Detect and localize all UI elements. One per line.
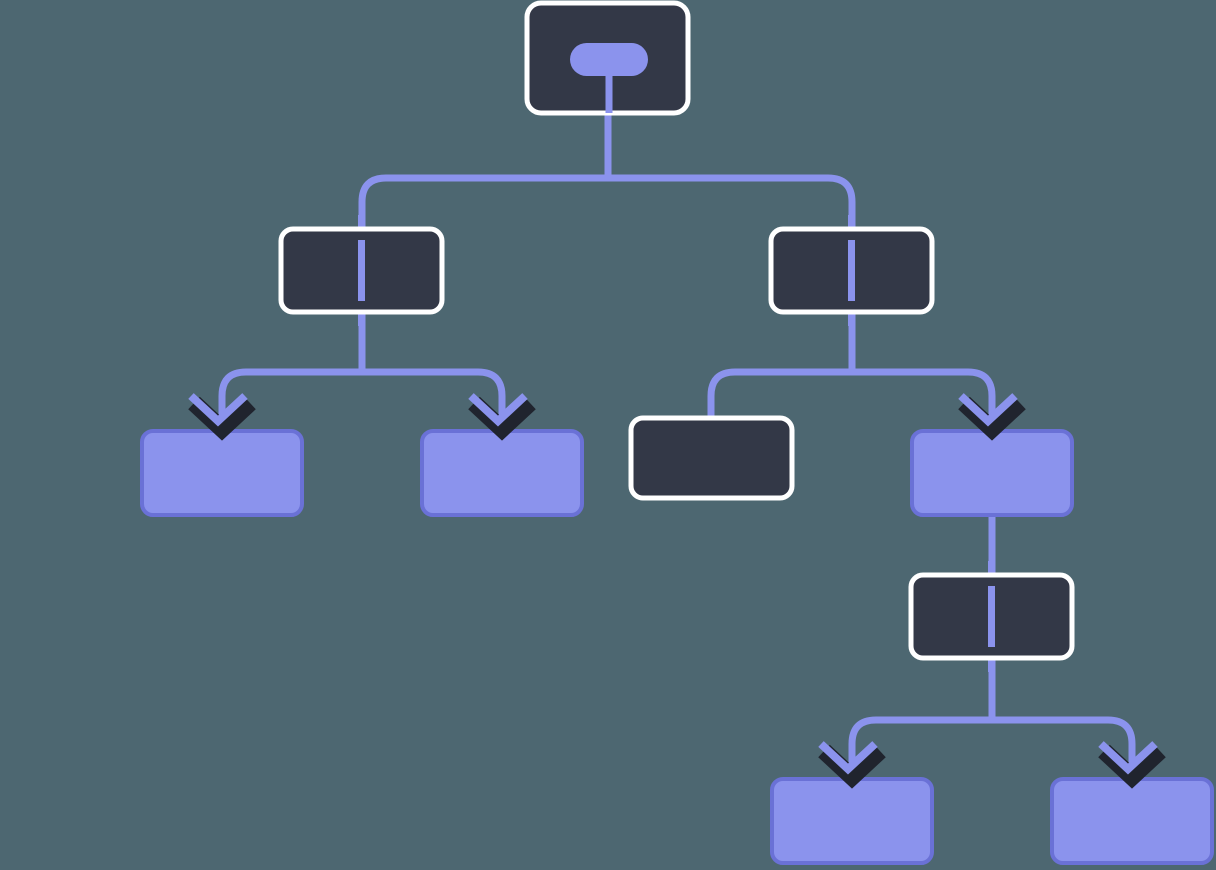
edge-connector [358, 113, 612, 229]
arrowheads-layer [188, 393, 1166, 789]
edge-connector [604, 113, 856, 229]
arrowhead-double-chevron [818, 741, 886, 789]
tree-node-purple[interactable] [140, 429, 304, 517]
edge-connector [848, 312, 996, 431]
tree-node-purple[interactable] [1050, 777, 1214, 865]
tree-node-dark[interactable] [278, 215, 445, 326]
nodes-layer [140, 0, 1214, 865]
tree-node-dark[interactable] [524, 0, 691, 116]
arrowhead-double-chevron [468, 393, 536, 441]
tree-node-purple[interactable] [910, 429, 1074, 517]
arrowhead-accent-chevron [468, 393, 528, 427]
tree-node-dark[interactable] [908, 561, 1075, 672]
edge-connector [988, 658, 1136, 779]
arrowhead-double-chevron [1098, 741, 1166, 789]
arrowhead-double-chevron [188, 393, 256, 441]
node-body[interactable] [910, 429, 1074, 517]
edge-connector [848, 658, 996, 779]
node-body[interactable] [628, 415, 795, 501]
node-body[interactable] [420, 429, 584, 517]
tree-node-dark[interactable] [768, 215, 935, 326]
edge-connector [218, 312, 366, 431]
root-node-pill [570, 43, 648, 76]
node-body[interactable] [770, 777, 934, 865]
arrowhead-accent-chevron [188, 393, 248, 427]
node-body[interactable] [1050, 777, 1214, 865]
edge-connector [358, 312, 506, 431]
edges-layer [218, 113, 1136, 779]
arrowhead-accent-chevron [1098, 741, 1158, 775]
node-body[interactable] [140, 429, 304, 517]
edge-connector [707, 312, 856, 418]
tree-node-dark[interactable] [628, 415, 795, 501]
tree-node-purple[interactable] [420, 429, 584, 517]
arrowhead-double-chevron [958, 393, 1026, 441]
tree-node-purple[interactable] [770, 777, 934, 865]
arrowhead-accent-chevron [818, 741, 878, 775]
arrowhead-accent-chevron [958, 393, 1018, 427]
